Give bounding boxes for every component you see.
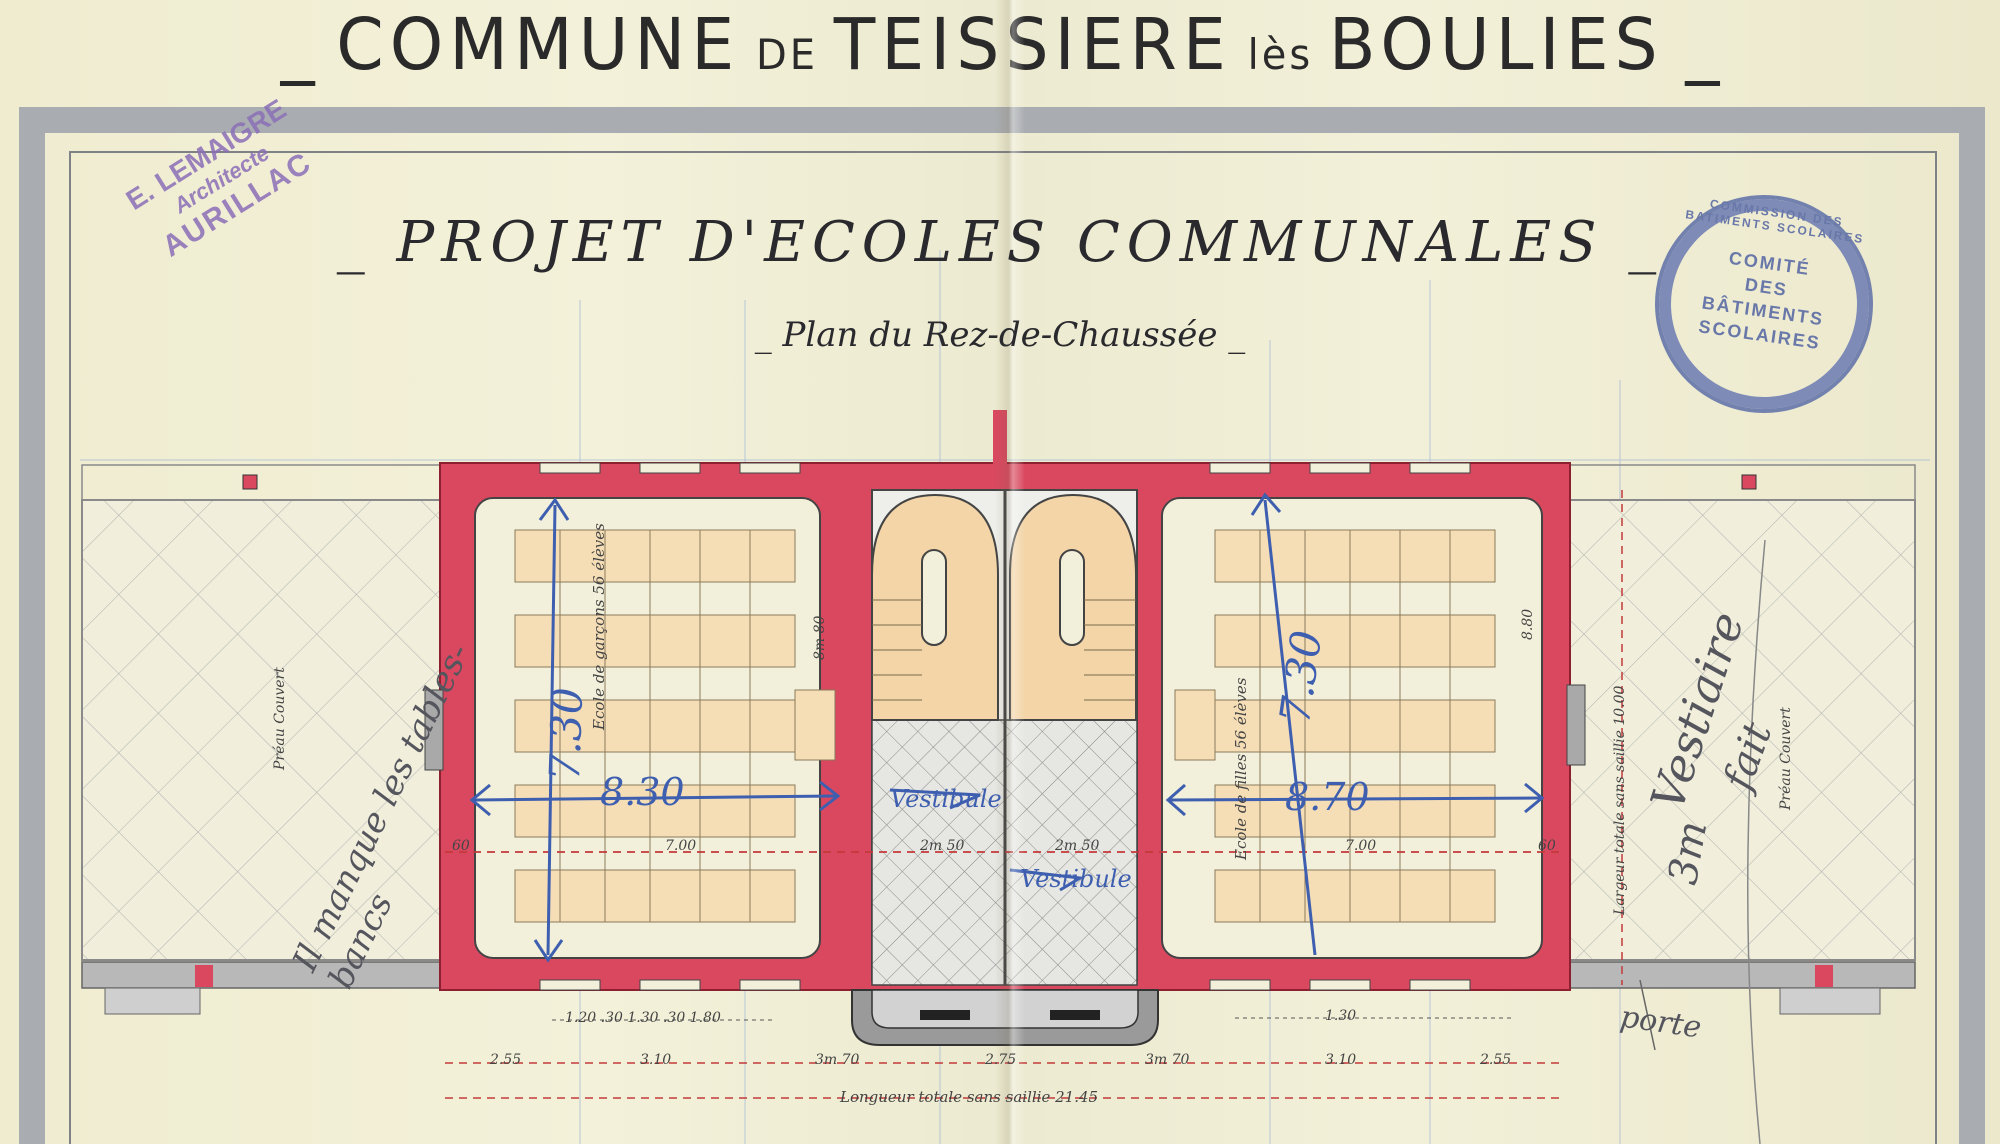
dim-right-width: 7.00 bbox=[1345, 838, 1377, 854]
outer-border bbox=[19, 107, 1985, 1144]
dim-seg5: 3m 70 bbox=[1145, 1052, 1190, 1068]
dim-window-row-left: 1.20 .30 1.30 .30 1.80 bbox=[565, 1010, 721, 1026]
dim-seg6: 3.10 bbox=[1325, 1052, 1357, 1068]
blue-pencil-marks bbox=[469, 492, 1545, 963]
dim-depth-right: 8.80 bbox=[1520, 608, 1536, 640]
dim-total-width: Largeur totale sans saillie 10.00 bbox=[1612, 685, 1628, 915]
dim-hall-left: 2m 50 bbox=[920, 838, 965, 854]
right-class-label: Ecole de filles 56 élèves bbox=[1232, 677, 1250, 860]
desks-right bbox=[1214, 529, 1496, 923]
dim-seg1: 2.55 bbox=[490, 1052, 522, 1068]
project-title: _ PROJET D'ECOLES COMMUNALES _ bbox=[336, 210, 1664, 275]
left-preau-label: Préau Couvert bbox=[272, 667, 288, 770]
dim-seg2: 3.10 bbox=[640, 1052, 672, 1068]
commune-title: _ COMMUNE DE TEISSIERE lès BOULIES _ bbox=[280, 4, 1720, 87]
dim-total-length: Longueur totale sans saillie 21.45 bbox=[840, 1088, 1099, 1106]
right-preau-label: Préau Couvert bbox=[1778, 707, 1794, 810]
note-blue-vertical-left: 7.30 bbox=[540, 686, 593, 782]
dim-seg4: 2.75 bbox=[985, 1052, 1017, 1068]
paper-fold bbox=[995, 0, 1025, 1144]
note-blue-horizontal-left: 8.30 bbox=[600, 770, 685, 814]
note-blue-horizontal-right: 8.70 bbox=[1285, 775, 1370, 819]
dim-depth-left: 8m 80 bbox=[812, 615, 828, 660]
dim-hall-right: 2m 50 bbox=[1055, 838, 1100, 854]
dim-seg7: 2.55 bbox=[1480, 1052, 1512, 1068]
dim-seg3: 3m 70 bbox=[815, 1052, 860, 1068]
note-blue-vestibule-2: Vestibule bbox=[1020, 865, 1132, 893]
dim-window-row-right: 1.30 bbox=[1325, 1008, 1357, 1024]
dim-margin-left: 60 bbox=[452, 838, 470, 854]
inner-border bbox=[69, 151, 1937, 1144]
left-class-label: Ecole de garçons 56 élèves bbox=[590, 523, 608, 730]
dim-margin-right: 60 bbox=[1538, 838, 1556, 854]
note-blue-vestibule-1: Vestibule bbox=[890, 785, 1002, 813]
plan-subtitle: _ Plan du Rez-de-Chaussée _ bbox=[754, 315, 1246, 355]
preau-left bbox=[81, 499, 443, 961]
dim-left-width: 7.00 bbox=[665, 838, 697, 854]
